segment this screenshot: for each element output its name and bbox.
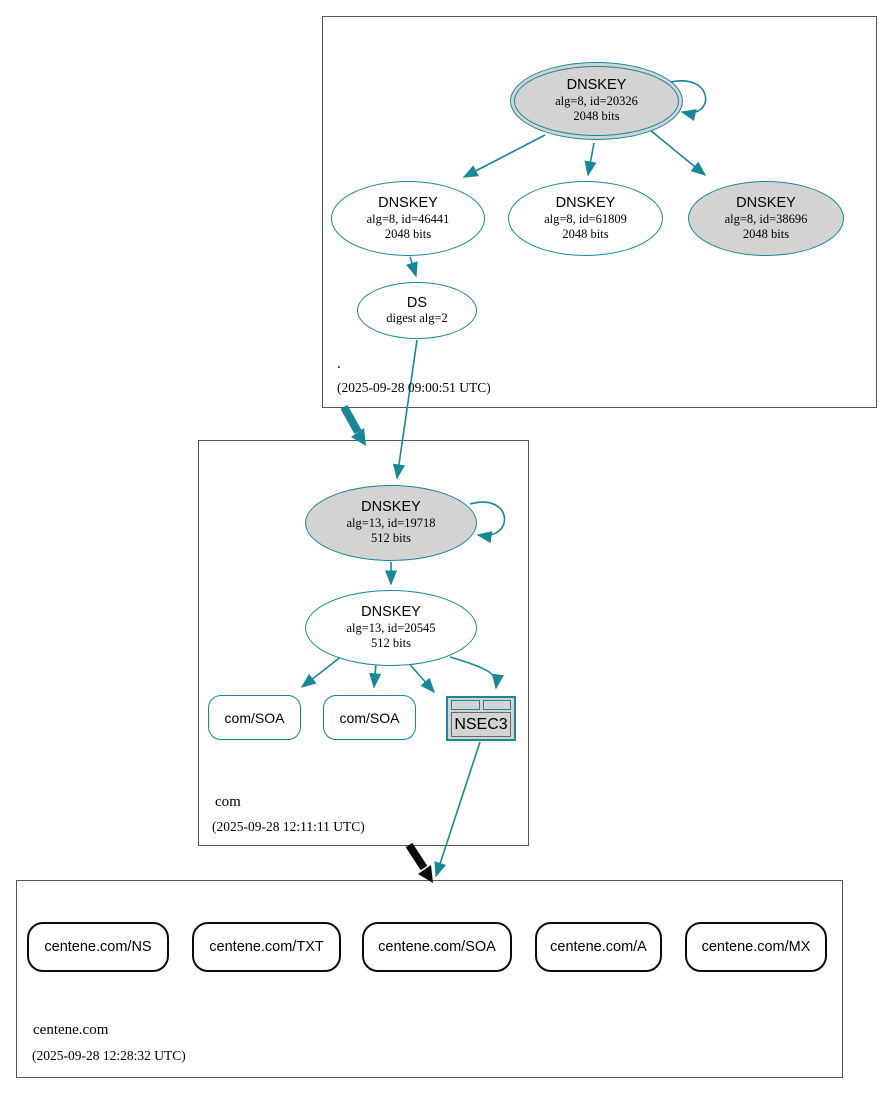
node-detail: alg=13, id=20545 xyxy=(346,621,436,636)
node-dnskey-20326[interactable]: DNSKEY alg=8, id=20326 2048 bits xyxy=(510,62,683,140)
node-dnskey-19718[interactable]: DNSKEY alg=13, id=19718 512 bits xyxy=(305,485,477,561)
node-centene-txt[interactable]: centene.com/TXT xyxy=(192,922,341,972)
node-detail: digest alg=2 xyxy=(386,311,448,326)
delegation-arrowhead-com-to-centene xyxy=(418,865,433,883)
node-centene-mx[interactable]: centene.com/MX xyxy=(685,922,827,972)
edge-rootksk-to-zsk46441 xyxy=(462,134,546,178)
node-detail: 2048 bits xyxy=(573,109,620,124)
zone-timestamp-root: (2025-09-28 09:00:51 UTC) xyxy=(337,380,491,395)
edge-ds-to-com-ksk xyxy=(392,339,418,480)
edge-nsec3-to-centene xyxy=(434,741,481,878)
rrset-label: com/SOA xyxy=(224,709,285,726)
edge-com-ksk-selfloop xyxy=(469,501,506,544)
zone-timestamp-centene: (2025-09-28 12:28:32 UTC) xyxy=(32,1048,186,1063)
edge-rootksk-selfloop xyxy=(666,80,707,121)
delegation-arrow-com-to-centene xyxy=(405,842,428,871)
zone-name-root: . xyxy=(337,356,341,372)
zone-name-centene: centene.com xyxy=(33,1022,109,1038)
rrset-label: com/SOA xyxy=(339,709,400,726)
node-title: DNSKEY xyxy=(555,194,616,211)
node-detail: alg=8, id=61809 xyxy=(544,211,627,226)
node-com-soa-2[interactable]: com/SOA xyxy=(323,695,416,740)
node-com-soa-1[interactable]: com/SOA xyxy=(208,695,301,740)
node-detail: 2048 bits xyxy=(384,226,432,241)
edge-com-zsk-to-nsec3-top xyxy=(449,656,504,690)
rrset-label: centene.com/NS xyxy=(44,939,152,955)
rrset-label: centene.com/SOA xyxy=(378,939,496,955)
edge-rootksk-to-zsk61809 xyxy=(584,142,597,177)
edge-zsk46441-to-ds xyxy=(406,256,418,278)
zone-name-com: com xyxy=(215,794,241,810)
node-title: DNSKEY xyxy=(566,77,627,94)
nsec3-cells xyxy=(451,700,511,710)
node-detail: alg=8, id=38696 xyxy=(724,211,808,226)
edge-com-zsk-to-soa2 xyxy=(369,663,382,689)
node-centene-a[interactable]: centene.com/A xyxy=(535,922,662,972)
node-detail: alg=13, id=19718 xyxy=(346,516,436,531)
node-title: DNSKEY xyxy=(378,194,438,211)
edge-com-zsk-to-soa1 xyxy=(300,655,343,688)
node-title: DS xyxy=(406,294,428,311)
zone-box-root xyxy=(322,16,877,408)
rrset-label: centene.com/A xyxy=(550,939,647,955)
node-nsec3[interactable]: NSEC3 xyxy=(446,696,516,741)
node-dnskey-38696[interactable]: DNSKEY alg=8, id=38696 2048 bits xyxy=(688,181,844,256)
rrset-label: centene.com/MX xyxy=(701,939,811,955)
edge-com-zsk-to-nsec3-left xyxy=(405,659,436,694)
delegation-arrow-root-to-com xyxy=(340,405,362,434)
node-title: DNSKEY xyxy=(736,194,796,211)
node-dnskey-46441[interactable]: DNSKEY alg=8, id=46441 2048 bits xyxy=(331,181,485,256)
node-dnskey-61809[interactable]: DNSKEY alg=8, id=61809 2048 bits xyxy=(508,181,663,256)
node-dnskey-20545[interactable]: DNSKEY alg=13, id=20545 512 bits xyxy=(305,590,477,666)
delegation-arrowhead-root-to-com xyxy=(351,428,366,446)
node-centene-ns[interactable]: centene.com/NS xyxy=(27,922,169,972)
zone-timestamp-com: (2025-09-28 12:11:11 UTC) xyxy=(212,819,365,834)
nsec3-label: NSEC3 xyxy=(451,712,511,737)
node-detail: 2048 bits xyxy=(742,226,790,241)
node-ds[interactable]: DS digest alg=2 xyxy=(357,282,477,339)
rrset-label: centene.com/TXT xyxy=(209,939,324,955)
node-title: DNSKEY xyxy=(361,499,421,516)
node-detail: alg=8, id=46441 xyxy=(366,211,450,226)
node-detail: 512 bits xyxy=(371,531,411,546)
node-title: DNSKEY xyxy=(361,604,421,621)
node-detail: 2048 bits xyxy=(562,226,609,241)
node-detail: alg=8, id=20326 xyxy=(555,94,638,109)
nsec3-cell xyxy=(451,700,480,710)
node-detail: 512 bits xyxy=(371,636,411,651)
nsec3-cell xyxy=(482,700,511,710)
edge-rootksk-to-ksk38696 xyxy=(649,129,707,176)
node-centene-soa[interactable]: centene.com/SOA xyxy=(362,922,512,972)
